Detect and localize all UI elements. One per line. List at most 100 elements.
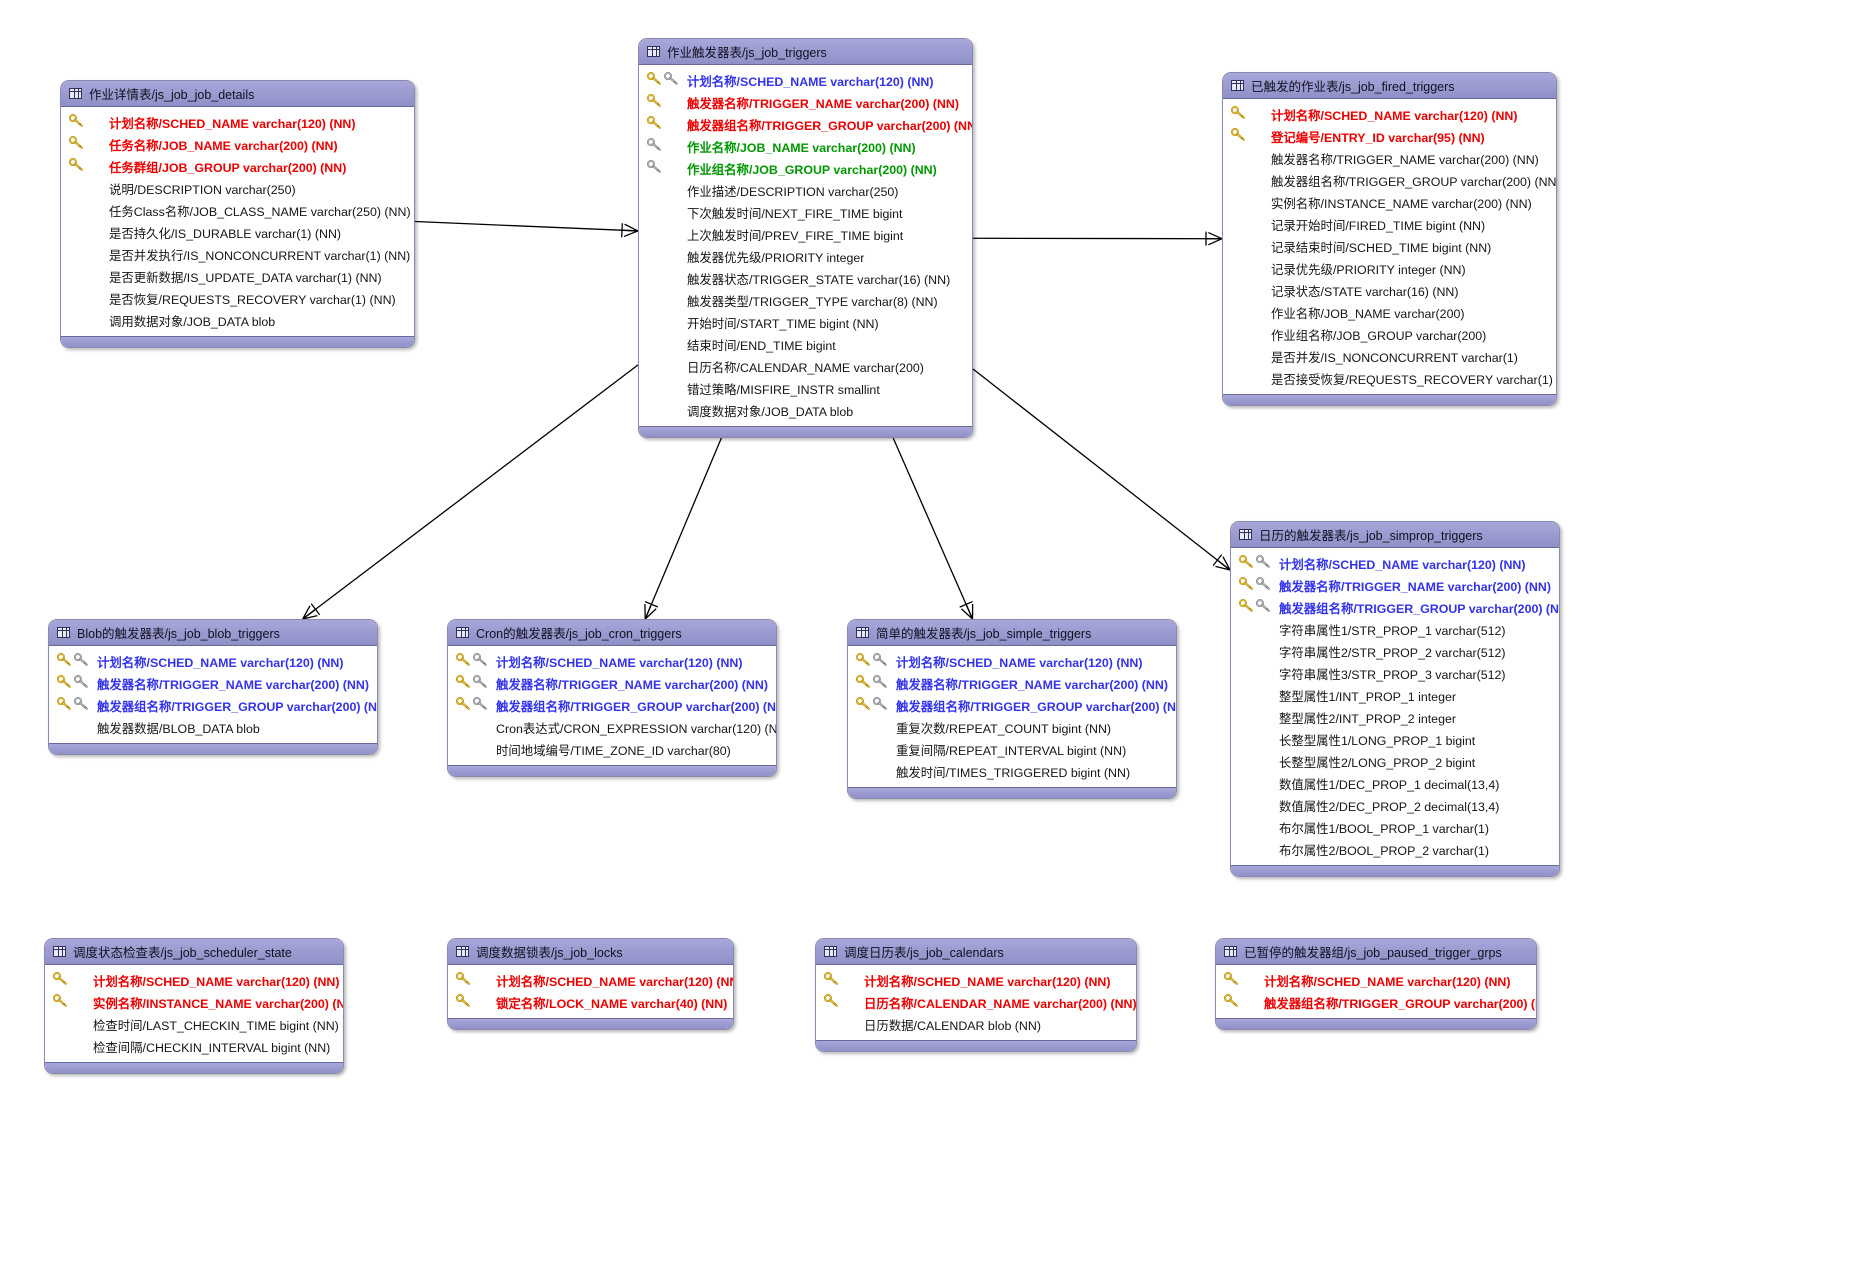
entity-scheduler_state[interactable]: 调度状态检查表/js_job_scheduler_state 计划名称/SCHED… (44, 938, 344, 1074)
attribute-row[interactable]: 锁定名称/LOCK_NAME varchar(40) (NN) (448, 992, 733, 1014)
attribute-row[interactable]: 错过策略/MISFIRE_INSTR smallint (639, 378, 972, 400)
attribute-row[interactable]: 长整型属性2/LONG_PROP_2 bigint (1231, 751, 1559, 773)
attribute-row[interactable]: 作业名称/JOB_NAME varchar(200) (NN) (639, 136, 972, 158)
attribute-row[interactable]: 记录状态/STATE varchar(16) (NN) (1223, 280, 1556, 302)
attribute-row[interactable]: 整型属性1/INT_PROP_1 integer (1231, 685, 1559, 707)
entity-job_triggers[interactable]: 作业触发器表/js_job_triggers 计划名称/SCHED_NAME va… (638, 38, 973, 438)
attribute-row[interactable]: 作业描述/DESCRIPTION varchar(250) (639, 180, 972, 202)
attribute-row[interactable]: 实例名称/INSTANCE_NAME varchar(200) (NN) (1223, 192, 1556, 214)
attribute-row[interactable]: 是否更新数据/IS_UPDATE_DATA varchar(1) (NN) (61, 266, 414, 288)
attribute-row[interactable]: 触发器优先级/PRIORITY integer (639, 246, 972, 268)
attribute-row[interactable]: 上次触发时间/PREV_FIRE_TIME bigint (639, 224, 972, 246)
attribute-row[interactable]: 触发器名称/TRIGGER_NAME varchar(200) (NN) (1223, 148, 1556, 170)
attribute-row[interactable]: 是否持久化/IS_DURABLE varchar(1) (NN) (61, 222, 414, 244)
entity-header-blob_triggers[interactable]: Blob的触发器表/js_job_blob_triggers (49, 620, 377, 646)
attribute-row[interactable]: 任务名称/JOB_NAME varchar(200) (NN) (61, 134, 414, 156)
attribute-row[interactable]: 下次触发时间/NEXT_FIRE_TIME bigint (639, 202, 972, 224)
attribute-row[interactable]: 重复次数/REPEAT_COUNT bigint (NN) (848, 717, 1176, 739)
attribute-row[interactable]: 数值属性1/DEC_PROP_1 decimal(13,4) (1231, 773, 1559, 795)
entity-blob_triggers[interactable]: Blob的触发器表/js_job_blob_triggers 计划名称/SCHED… (48, 619, 378, 755)
attribute-row[interactable]: 字符串属性1/STR_PROP_1 varchar(512) (1231, 619, 1559, 641)
entity-locks[interactable]: 调度数据锁表/js_job_locks 计划名称/SCHED_NAME varch… (447, 938, 734, 1030)
attribute-row[interactable]: 是否恢复/REQUESTS_RECOVERY varchar(1) (NN) (61, 288, 414, 310)
attribute-row[interactable]: 实例名称/INSTANCE_NAME varchar(200) (NN) (45, 992, 343, 1014)
entity-header-paused_trigger_grps[interactable]: 已暂停的触发器组/js_job_paused_trigger_grps (1216, 939, 1536, 965)
attribute-row[interactable]: 触发器组名称/TRIGGER_GROUP varchar(200) (NN) (1216, 992, 1536, 1014)
attribute-row[interactable]: 计划名称/SCHED_NAME varchar(120) (NN) (848, 651, 1176, 673)
attribute-row[interactable]: 作业组名称/JOB_GROUP varchar(200) (NN) (639, 158, 972, 180)
entity-header-scheduler_state[interactable]: 调度状态检查表/js_job_scheduler_state (45, 939, 343, 965)
attribute-row[interactable]: 触发器组名称/TRIGGER_GROUP varchar(200) (NN) (1223, 170, 1556, 192)
entity-job_details[interactable]: 作业详情表/js_job_job_details 计划名称/SCHED_NAME … (60, 80, 415, 348)
attribute-row[interactable]: 触发器组名称/TRIGGER_GROUP varchar(200) (NN) (639, 114, 972, 136)
attribute-row[interactable]: 日历数据/CALENDAR blob (NN) (816, 1014, 1136, 1036)
entity-cron_triggers[interactable]: Cron的触发器表/js_job_cron_triggers 计划名称/SCHED… (447, 619, 777, 777)
attribute-row[interactable]: 调用数据对象/JOB_DATA blob (61, 310, 414, 332)
attribute-row[interactable]: 触发时间/TIMES_TRIGGERED bigint (NN) (848, 761, 1176, 783)
attribute-row[interactable]: 触发器名称/TRIGGER_NAME varchar(200) (NN) (49, 673, 377, 695)
entity-simple_triggers[interactable]: 简单的触发器表/js_job_simple_triggers 计划名称/SCHED… (847, 619, 1177, 799)
attribute-row[interactable]: 检查间隔/CHECKIN_INTERVAL bigint (NN) (45, 1036, 343, 1058)
attribute-row[interactable]: 记录结束时间/SCHED_TIME bigint (NN) (1223, 236, 1556, 258)
attribute-row[interactable]: 整型属性2/INT_PROP_2 integer (1231, 707, 1559, 729)
attribute-row[interactable]: 触发器组名称/TRIGGER_GROUP varchar(200) (NN) (848, 695, 1176, 717)
entity-header-calendars[interactable]: 调度日历表/js_job_calendars (816, 939, 1136, 965)
attribute-row[interactable]: 计划名称/SCHED_NAME varchar(120) (NN) (1216, 970, 1536, 992)
attribute-row[interactable]: 触发器名称/TRIGGER_NAME varchar(200) (NN) (448, 673, 776, 695)
entity-header-cron_triggers[interactable]: Cron的触发器表/js_job_cron_triggers (448, 620, 776, 646)
attribute-row[interactable]: 记录开始时间/FIRED_TIME bigint (NN) (1223, 214, 1556, 236)
attribute-row[interactable]: 数值属性2/DEC_PROP_2 decimal(13,4) (1231, 795, 1559, 817)
attribute-row[interactable]: 任务群组/JOB_GROUP varchar(200) (NN) (61, 156, 414, 178)
attribute-row[interactable]: 日历名称/CALENDAR_NAME varchar(200) (NN) (816, 992, 1136, 1014)
attribute-row[interactable]: 触发器组名称/TRIGGER_GROUP varchar(200) (NN) (448, 695, 776, 717)
attribute-row[interactable]: 触发器状态/TRIGGER_STATE varchar(16) (NN) (639, 268, 972, 290)
attribute-row[interactable]: 结束时间/END_TIME bigint (639, 334, 972, 356)
attribute-row[interactable]: 重复间隔/REPEAT_INTERVAL bigint (NN) (848, 739, 1176, 761)
attribute-row[interactable]: 作业名称/JOB_NAME varchar(200) (1223, 302, 1556, 324)
attribute-row[interactable]: 触发器名称/TRIGGER_NAME varchar(200) (NN) (848, 673, 1176, 695)
entity-header-simple_triggers[interactable]: 简单的触发器表/js_job_simple_triggers (848, 620, 1176, 646)
attribute-row[interactable]: 记录优先级/PRIORITY integer (NN) (1223, 258, 1556, 280)
attribute-row[interactable]: 布尔属性1/BOOL_PROP_1 varchar(1) (1231, 817, 1559, 839)
attribute-row[interactable]: 作业组名称/JOB_GROUP varchar(200) (1223, 324, 1556, 346)
attribute-row[interactable]: 计划名称/SCHED_NAME varchar(120) (NN) (1223, 104, 1556, 126)
attribute-row[interactable]: 字符串属性3/STR_PROP_3 varchar(512) (1231, 663, 1559, 685)
attribute-row[interactable]: Cron表达式/CRON_EXPRESSION varchar(120) (NN… (448, 717, 776, 739)
attribute-row[interactable]: 调度数据对象/JOB_DATA blob (639, 400, 972, 422)
entity-header-fired_triggers[interactable]: 已触发的作业表/js_job_fired_triggers (1223, 73, 1556, 99)
attribute-row[interactable]: 计划名称/SCHED_NAME varchar(120) (NN) (1231, 553, 1559, 575)
entity-fired_triggers[interactable]: 已触发的作业表/js_job_fired_triggers 计划名称/SCHED_… (1222, 72, 1557, 406)
attribute-row[interactable]: 是否并发执行/IS_NONCONCURRENT varchar(1) (NN) (61, 244, 414, 266)
entity-paused_trigger_grps[interactable]: 已暂停的触发器组/js_job_paused_trigger_grps 计划名称/… (1215, 938, 1537, 1030)
attribute-row[interactable]: 长整型属性1/LONG_PROP_1 bigint (1231, 729, 1559, 751)
attribute-row[interactable]: 计划名称/SCHED_NAME varchar(120) (NN) (448, 651, 776, 673)
attribute-row[interactable]: 触发器组名称/TRIGGER_GROUP varchar(200) (NN) (1231, 597, 1559, 619)
attribute-row[interactable]: 触发器组名称/TRIGGER_GROUP varchar(200) (NN) (49, 695, 377, 717)
entity-header-simprop_triggers[interactable]: 日历的触发器表/js_job_simprop_triggers (1231, 522, 1559, 548)
attribute-row[interactable]: 触发器类型/TRIGGER_TYPE varchar(8) (NN) (639, 290, 972, 312)
attribute-row[interactable]: 说明/DESCRIPTION varchar(250) (61, 178, 414, 200)
attribute-row[interactable]: 字符串属性2/STR_PROP_2 varchar(512) (1231, 641, 1559, 663)
entity-header-job_triggers[interactable]: 作业触发器表/js_job_triggers (639, 39, 972, 65)
entity-header-job_details[interactable]: 作业详情表/js_job_job_details (61, 81, 414, 107)
attribute-row[interactable]: 计划名称/SCHED_NAME varchar(120) (NN) (61, 112, 414, 134)
attribute-row[interactable]: 计划名称/SCHED_NAME varchar(120) (NN) (49, 651, 377, 673)
attribute-row[interactable]: 触发器数据/BLOB_DATA blob (49, 717, 377, 739)
attribute-row[interactable]: 计划名称/SCHED_NAME varchar(120) (NN) (45, 970, 343, 992)
attribute-row[interactable]: 日历名称/CALENDAR_NAME varchar(200) (639, 356, 972, 378)
attribute-row[interactable]: 是否并发/IS_NONCONCURRENT varchar(1) (1223, 346, 1556, 368)
attribute-row[interactable]: 开始时间/START_TIME bigint (NN) (639, 312, 972, 334)
entity-header-locks[interactable]: 调度数据锁表/js_job_locks (448, 939, 733, 965)
attribute-row[interactable]: 计划名称/SCHED_NAME varchar(120) (NN) (639, 70, 972, 92)
attribute-row[interactable]: 触发器名称/TRIGGER_NAME varchar(200) (NN) (639, 92, 972, 114)
attribute-row[interactable]: 检查时间/LAST_CHECKIN_TIME bigint (NN) (45, 1014, 343, 1036)
attribute-row[interactable]: 时间地域编号/TIME_ZONE_ID varchar(80) (448, 739, 776, 761)
attribute-row[interactable]: 是否接受恢复/REQUESTS_RECOVERY varchar(1) (1223, 368, 1556, 390)
attribute-row[interactable]: 任务Class名称/JOB_CLASS_NAME varchar(250) (N… (61, 200, 414, 222)
entity-simprop_triggers[interactable]: 日历的触发器表/js_job_simprop_triggers 计划名称/SCHE… (1230, 521, 1560, 877)
attribute-row[interactable]: 布尔属性2/BOOL_PROP_2 varchar(1) (1231, 839, 1559, 861)
attribute-row[interactable]: 登记编号/ENTRY_ID varchar(95) (NN) (1223, 126, 1556, 148)
attribute-row[interactable]: 触发器名称/TRIGGER_NAME varchar(200) (NN) (1231, 575, 1559, 597)
attribute-row[interactable]: 计划名称/SCHED_NAME varchar(120) (NN) (448, 970, 733, 992)
